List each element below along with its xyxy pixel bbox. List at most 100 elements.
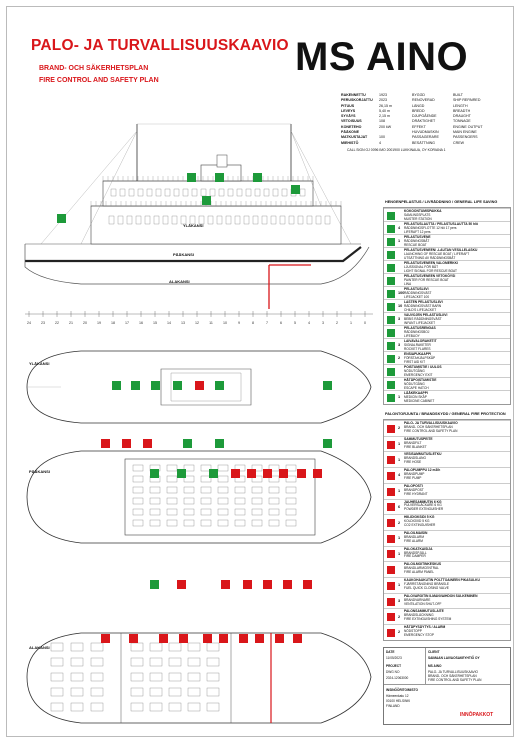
legend-line: BRANDSLÄCKNING (404, 613, 434, 618)
legend-line: FIRE CONTROL AND SAFETY PLAN (404, 428, 458, 433)
spec-labels-8: MATKUSTAJAT (341, 135, 368, 140)
legend-line: RÄDDNINGSBOJ (404, 329, 430, 334)
extinguisher-icon (177, 580, 186, 589)
fb-icon (221, 580, 230, 589)
fb-icon (239, 634, 248, 643)
frame-label: 14 (167, 321, 171, 325)
legend-count: 2 (398, 630, 401, 635)
drawing-title-sv: BRAND- OCH SÄKERHETSPLAN (428, 674, 477, 678)
fb-icon (313, 469, 322, 478)
frame-label: 21 (69, 321, 73, 325)
extinguisher-icon (263, 580, 272, 589)
lifejacket-icon (151, 381, 160, 390)
legend-line: ESCAPE HATCH (404, 385, 429, 390)
legend-title: JAUHESAMMUTIN 6 KG (404, 499, 442, 504)
frame-label: 19 (97, 321, 101, 325)
extinguisher-icon (231, 469, 240, 478)
spec-labels-0: RAKENNETTU (341, 93, 366, 97)
co2-icon (143, 439, 152, 448)
legend-count: 100 (398, 291, 405, 295)
legend-count: 1 (398, 457, 401, 462)
legend-line: FIRE BLANKET (404, 444, 427, 449)
legend-title: PALONSAMMUTUSLAITE (404, 609, 444, 614)
legend-title: KOKOONTUMISPAIKKA (404, 209, 442, 213)
painter-icon (387, 276, 395, 285)
legend-title: ENSIAPUKAAPPI (404, 352, 432, 356)
spec-en-5: TONNAGE (453, 119, 471, 124)
legend-line: BRAND- OCH SÄKERHETSPLAN (404, 424, 453, 429)
project-value: MS AINO (428, 664, 442, 668)
legend-title: LASTEN PELASTUSLIIVI (404, 300, 443, 304)
legend-title: PALOILMOITINKESKUS (404, 562, 442, 567)
frame-label: 8 (252, 321, 254, 325)
legend-line: FIRE EXTINGUISHING SYSTEM (404, 617, 452, 622)
spec-values-8: 100 (379, 135, 385, 140)
legend-line: LINA (404, 281, 412, 286)
liferaft-icon (215, 173, 224, 182)
fire-alarm-icon (263, 469, 272, 478)
fire-alarm-icon (247, 469, 256, 478)
frame-label: 22 (55, 321, 59, 325)
plan-subtitle-sv: BRAND- OCH SÄKERHETSPLAN (39, 65, 149, 72)
legend-line: BRANDSPJÄLL (404, 550, 427, 555)
legend-line: LIFEJACKET 100 (404, 294, 430, 299)
legend-count: 2 (398, 426, 401, 431)
liferaft-icon (209, 469, 218, 478)
spec-values-3: 5,40 m (379, 108, 390, 113)
legend-count: 1 (398, 239, 401, 243)
spec-en-0: BUILT (453, 93, 463, 97)
spec-labels-7: PÄÄKONE (341, 130, 359, 135)
launching-icon (387, 250, 395, 259)
legend-title: PALO- JA TURVALLISUUSKAAVIO (404, 421, 458, 425)
spec-values-5: 108 (379, 119, 385, 124)
drawing-title: PALO- JA TURVALLISUUSKAAVIO (428, 670, 479, 674)
spec-en-7: MAIN ENGINE (453, 130, 477, 135)
legend-count: 1 (398, 489, 401, 494)
legend-count: 3 (398, 343, 401, 347)
launching-icon (291, 185, 300, 194)
legend-line: BRANDLARM (404, 534, 425, 539)
liferaft-icon (150, 469, 159, 478)
legend-line: FIRE HOSE (404, 460, 422, 465)
extinguisher-icon (219, 634, 228, 643)
date-label: DATE (386, 650, 395, 654)
legend-line: FIRE ALARM PANEL (404, 570, 435, 575)
co2-icon (387, 519, 395, 528)
legend-count: 4 (398, 473, 401, 478)
legend-line: BRANDPUMP (404, 472, 425, 476)
spec-values-2: 26,15 m (379, 103, 392, 108)
spec-labels-9: MIEHISTÖ (341, 140, 359, 145)
frame-label: 7 (266, 321, 268, 325)
spec-values-6: 200 kW (379, 124, 392, 129)
muster-station-icon (57, 214, 66, 223)
legend-line: NÖDSTOPP (404, 629, 422, 633)
alarm-panel-icon (387, 566, 395, 575)
co2-icon (203, 634, 212, 643)
legend-title: HÄTÄPYSÄYTYS / ALARM (404, 625, 446, 630)
legend-fire-title: PALONTORJUNTA / BRANDSKYDD / GENERAL FIR… (385, 412, 506, 416)
spec-en-3: BREADTH (453, 108, 471, 113)
frame-label: 2 (336, 321, 338, 325)
muster-station-icon (387, 211, 395, 220)
spec-sv-1: RENOVERAD (412, 98, 435, 103)
